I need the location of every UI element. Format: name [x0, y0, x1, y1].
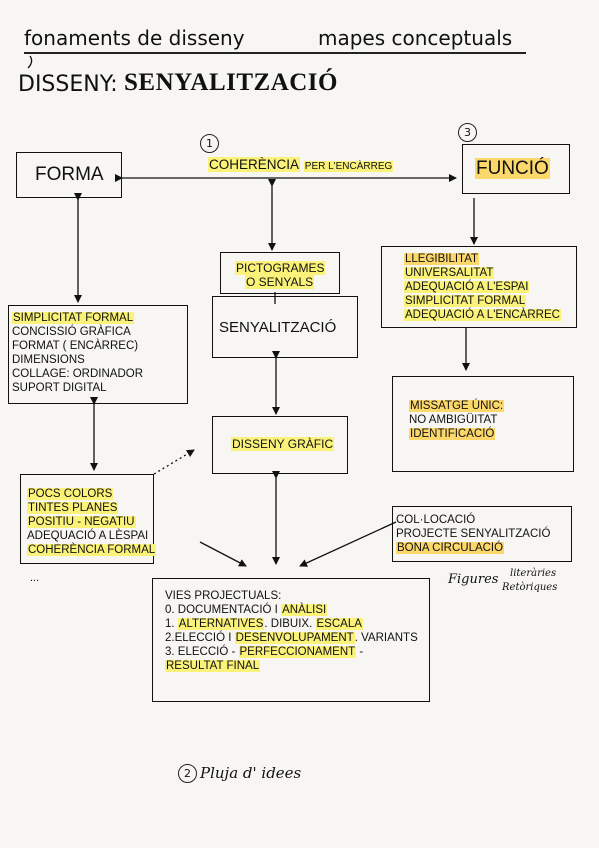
pictogrames-label: PICTOGRAMES [235, 261, 326, 275]
colocacio-item: COL·LOCACIÓ [396, 514, 476, 526]
vies-projectuals-box: VIES PROJECTUALS: 0. DOCUMENTACIÓ I ANÀL… [152, 578, 430, 702]
funcio-label: FUNCIÓ [475, 158, 550, 179]
colors-item: POSITIU - NEGATIU [27, 516, 136, 528]
funcio-feature-item: ADEQUACIÓ A L'ESPAI [404, 281, 530, 293]
forma-label: FORMA [35, 164, 104, 185]
missatge-item: MISSATGE ÚNIC: [409, 400, 505, 412]
forma-feature-item: SUPORT DIGITAL [12, 382, 107, 394]
literaries-note: literàries [510, 568, 557, 579]
disseny-grafic-box: DISSENY GRÀFIC [212, 416, 348, 474]
forma-feature-item: DIMENSIONS [12, 354, 85, 366]
forma-box: FORMA [16, 152, 122, 198]
forma-feature-item: SIMPLICITAT FORMAL [12, 312, 135, 324]
figures-note: Figures [448, 572, 499, 587]
vies-step-2: 2.ELECCIÓ I DESENVOLUPAMENT. VARIANTS [165, 632, 418, 644]
step-marker-3: 3 [458, 123, 477, 142]
forma-feature-item: COLLAGE: ORDINADOR [12, 368, 143, 380]
colocacio-box: COL·LOCACIÓ PROJECTE SENYALITZACIÓ BONA … [392, 506, 572, 562]
forma-feature-item: CONCISSIÓ GRÀFICA [12, 326, 131, 338]
funcio-feature-item: SIMPLICITAT FORMAL [404, 295, 527, 307]
step-marker-1: 1 [200, 134, 219, 153]
vies-step-1: 1. ALTERNATIVES. DIBUIX. ESCALA [165, 618, 363, 630]
coherencia-subtext: PER L'ENCÀRREG [303, 161, 394, 172]
step-marker-2: 2 [178, 764, 197, 783]
subject-heading: fonaments de disseny [24, 26, 245, 50]
forma-features-box: SIMPLICITAT FORMAL CONCISSIÓ GRÀFICA FOR… [8, 305, 188, 404]
vies-step-3: 3. ELECCIÓ - PERFECCIONAMENT - [165, 646, 364, 658]
colors-item: TINTES PLANES [27, 502, 119, 514]
funcio-feature-item: ADEQUACIÓ A L'ENCÀRREC [404, 309, 561, 321]
funcio-features-box: LLEGIBILITAT UNIVERSALITAT ADEQUACIÓ A L… [381, 246, 577, 328]
topic-heading: mapes conceptuals [318, 26, 513, 50]
header-divider [24, 52, 526, 54]
colors-box: POCS COLORS TINTES PLANES POSITIU - NEGA… [20, 474, 157, 564]
colors-ellipsis: ... [30, 572, 40, 584]
colocacio-item: BONA CIRCULACIÓ [396, 542, 505, 554]
disseny-grafic-label: DISSENY GRÀFIC [231, 437, 335, 451]
forma-feature-item: FORMAT ( ENCÀRREC) [12, 340, 139, 352]
brainstorm-note: Pluja d' idees [200, 764, 302, 782]
vies-step-0: 0. DOCUMENTACIÓ I ANÀLISI [165, 604, 328, 616]
funcio-feature-item: LLEGIBILITAT [404, 253, 480, 265]
colors-item: ADEQUACIÓ A LÈSPAI [27, 530, 149, 542]
coherencia-word: COHERÈNCIA [208, 157, 301, 172]
senyalitzacio-box: SENYALITZACIÓ [212, 296, 358, 358]
colors-item: POCS COLORS [27, 488, 114, 500]
pictogrames-box: PICTOGRAMES O SENYALS [220, 252, 340, 294]
missatge-item: IDENTIFICACIÓ [409, 428, 496, 440]
vies-title: VIES PROJECTUALS: [165, 590, 282, 602]
retoriques-note: Retòriques [502, 582, 558, 593]
senyals-label: O SENYALS [245, 275, 315, 289]
vies-step-3-result: RESULTAT FINAL [165, 660, 261, 672]
coherencia-label: COHERÈNCIA PER L'ENCÀRREG [208, 157, 394, 172]
title-label: DISSENY: [18, 72, 118, 97]
senyalitzacio-label: SENYALITZACIÓ [219, 319, 337, 336]
colors-item: COHERÈNCIA FORMAL [27, 544, 157, 556]
missatge-item: NO AMBIGÜITAT [409, 414, 498, 426]
page-title: SENYALITZACIÓ [124, 69, 338, 96]
funcio-box: FUNCIÓ [462, 144, 570, 194]
missatge-box: MISSATGE ÚNIC: NO AMBIGÜITAT IDENTIFICAC… [392, 376, 574, 472]
funcio-feature-item: UNIVERSALITAT [404, 267, 495, 279]
colocacio-item: PROJECTE SENYALITZACIÓ [396, 528, 551, 540]
